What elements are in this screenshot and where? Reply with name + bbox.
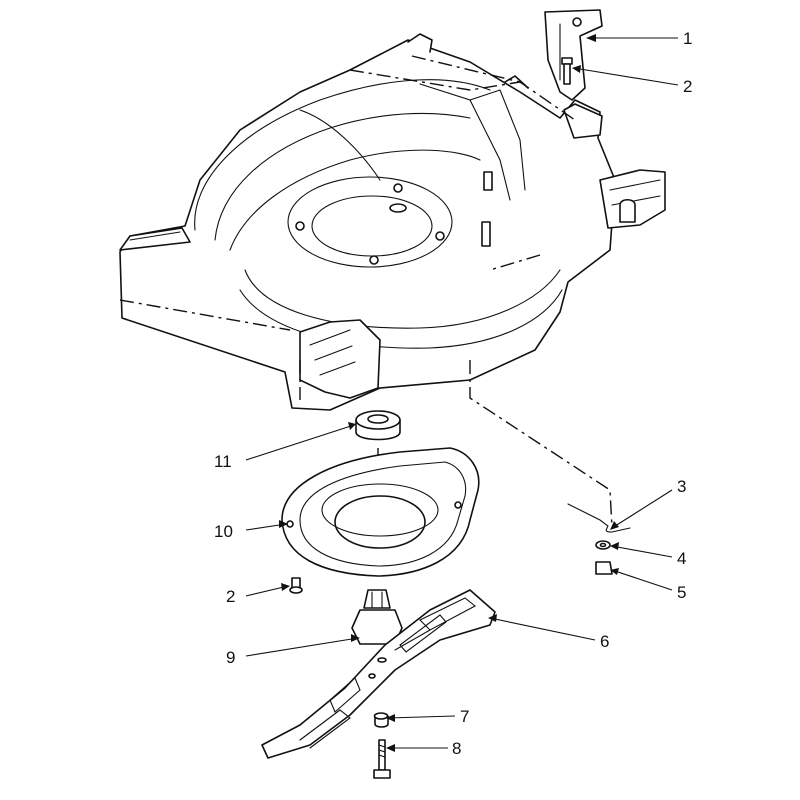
blade-bolt: [373, 739, 391, 779]
callout-8: 8: [452, 739, 461, 758]
hex-nut: [595, 561, 613, 575]
callout-2-lower: 2: [226, 587, 235, 606]
callout-3: 3: [677, 477, 686, 496]
callout-7: 7: [460, 707, 469, 726]
blade-washer: [373, 712, 389, 728]
bracket-bolt: [561, 57, 573, 85]
baffle-screw: [289, 577, 303, 594]
callout-2-upper: 2: [683, 77, 692, 96]
bearing-bushing: [355, 410, 401, 441]
callout-4: 4: [677, 549, 686, 568]
callout-1: 1: [683, 29, 692, 48]
flat-washer: [595, 540, 611, 550]
callout-labels: 1 2 3 4 5 6 7 8 9 10 11 2: [214, 29, 692, 758]
blade-adapter: [351, 589, 403, 645]
callout-11: 11: [214, 452, 232, 471]
mower-deck-housing: [119, 33, 666, 411]
cable-clip: [567, 503, 631, 533]
callout-5: 5: [677, 583, 686, 602]
callout-6: 6: [600, 632, 609, 651]
handle-bracket: [544, 9, 603, 101]
hidden-lines: [119, 55, 613, 529]
baffle-plate: [281, 447, 480, 577]
callout-9: 9: [226, 648, 235, 667]
leader-lines: [245, 34, 679, 752]
callout-10: 10: [214, 522, 233, 541]
